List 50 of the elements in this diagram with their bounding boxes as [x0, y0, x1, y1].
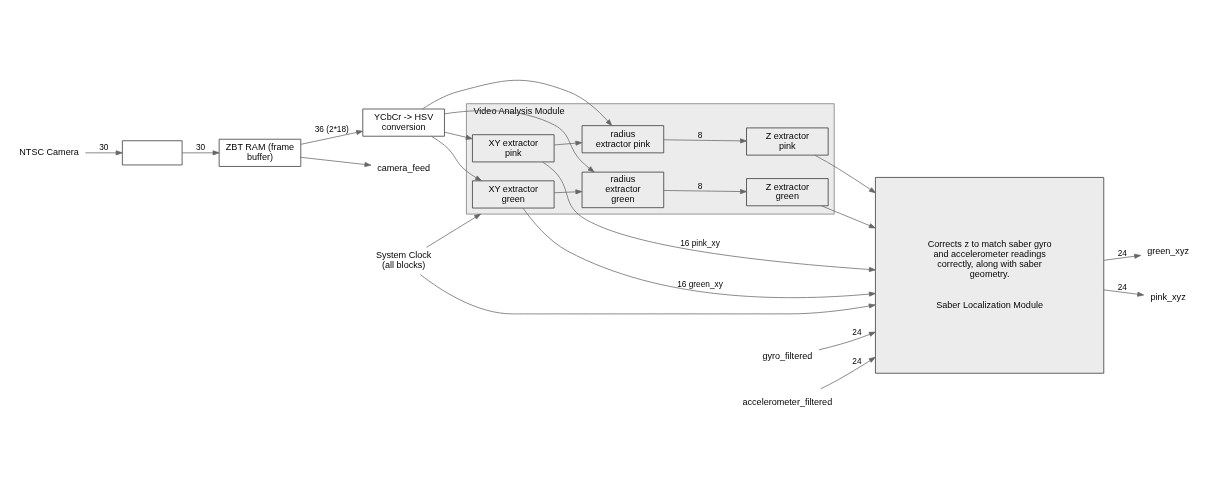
node-text: accelerometer_filtered [742, 396, 833, 407]
arrow [181, 149, 220, 155]
arrow [1103, 289, 1145, 297]
arrow [663, 137, 747, 143]
arrow [300, 156, 372, 167]
node-text: pink_xyz [1150, 291, 1186, 302]
node-text: gyro_filtered [762, 350, 813, 361]
edge-label: 24 [852, 326, 862, 337]
arrow [431, 135, 482, 181]
arrow [422, 79, 613, 126]
edge-label: 24 [1117, 247, 1127, 258]
arrow [300, 129, 363, 145]
arrow [553, 188, 583, 194]
arrow [444, 131, 473, 140]
arrow [444, 109, 595, 172]
edge-label: 30 [99, 141, 109, 152]
node-text: System Clock (all blocks) [375, 249, 432, 270]
node-box: Corrects z to match saber gyro and accelerometer readings correctly, along with saber geometry. Saber Localization Module [875, 176, 1105, 374]
edge-label: 8 [697, 129, 703, 140]
edge-label: 24 [1117, 281, 1127, 292]
node-box: Z extractor pink [746, 127, 829, 155]
arrow [420, 273, 876, 314]
arrow [820, 356, 876, 389]
edge-label: 8 [697, 180, 703, 191]
node-box: ZBT RAM (frame buffer) [218, 138, 302, 167]
node-box: radius extractor pink [581, 124, 665, 153]
arrow [663, 188, 747, 194]
arrow [814, 154, 876, 193]
node-text: camera_feed [377, 162, 431, 173]
edge-label: 16 green_xy [677, 278, 723, 289]
arrow [818, 331, 876, 350]
arrow [553, 140, 583, 146]
edge-label: 30 [196, 141, 206, 152]
node-text: NTSC Camera [19, 146, 79, 157]
node-box: YCbCr -> HSV conversion [362, 108, 445, 137]
arrow [1103, 253, 1142, 261]
arrow [542, 161, 876, 272]
edge-label: 16 pink_xy [680, 237, 720, 248]
arrow [522, 207, 876, 298]
node-box: XY extractor pink [472, 133, 555, 162]
node-box: XY extractor green [472, 179, 555, 208]
arrow [85, 149, 123, 155]
node-box: Z extractor green [746, 177, 829, 206]
arrow [426, 213, 481, 248]
edge-label: 36 (2*18) [314, 123, 349, 134]
node-box [122, 139, 183, 165]
node-text: green_xyz [1147, 245, 1189, 256]
arrow [821, 204, 876, 228]
edge-label: 24 [852, 355, 862, 366]
node-box: radius extractor green [581, 171, 665, 208]
